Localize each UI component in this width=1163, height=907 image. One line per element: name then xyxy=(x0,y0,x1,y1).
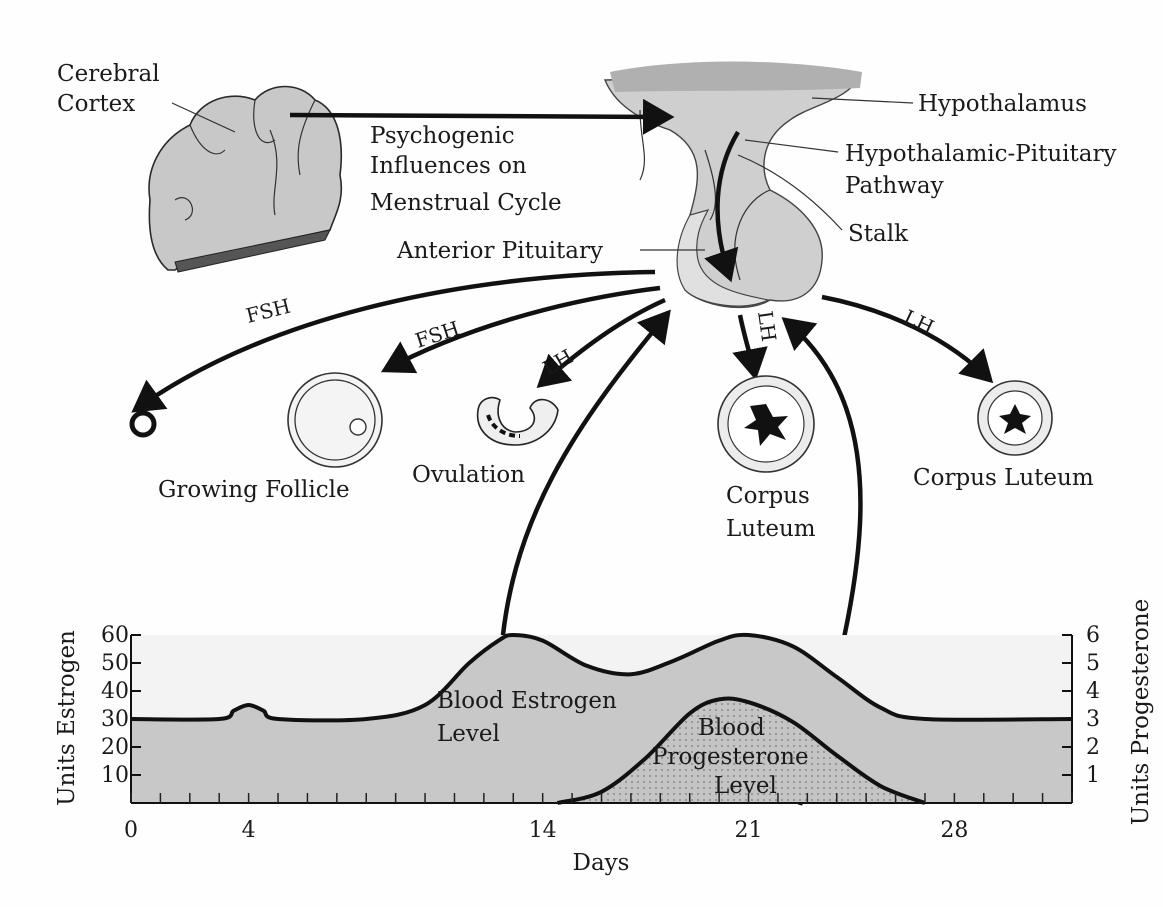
lh-label-2: LH xyxy=(753,309,781,343)
cerebral-cortex-label-2: Cortex xyxy=(57,91,135,117)
left-tick-10: 10 xyxy=(101,763,129,788)
blood-progesterone-label-1: Blood xyxy=(698,715,765,741)
hp-pathway-label-1: Hypothalamic-Pituitary xyxy=(845,141,1116,167)
lh-arrow-2 xyxy=(740,315,755,376)
x-tick-28: 28 xyxy=(940,818,968,843)
psychogenic-label-1: Psychogenic xyxy=(370,123,515,149)
hp-pathway-label-2: Pathway xyxy=(845,173,944,199)
left-tick-30: 30 xyxy=(101,707,129,732)
ovulation-label: Ovulation xyxy=(412,462,525,488)
early-follicle xyxy=(132,413,154,435)
psychogenic-label-2: Influences on xyxy=(370,153,527,179)
right-tick-5: 5 xyxy=(1086,651,1100,676)
stalk-label: Stalk xyxy=(848,221,909,247)
growing-follicle-drawing xyxy=(288,373,382,467)
corpus-luteum-label-2: Corpus Luteum xyxy=(913,465,1094,491)
left-axis-label: Units Estrogen xyxy=(54,630,80,806)
left-tick-40: 40 xyxy=(101,679,129,704)
lh-label-1: LH xyxy=(539,344,578,380)
blood-estrogen-label-2: Level xyxy=(437,721,500,747)
x-tick-4: 4 xyxy=(242,818,256,843)
growing-follicle-label: Growing Follicle xyxy=(158,477,350,503)
blood-estrogen-label-1: Blood Estrogen xyxy=(437,688,617,714)
cerebral-cortex-label-1: Cerebral xyxy=(57,61,160,87)
corpus-luteum-drawing-1 xyxy=(718,376,814,472)
left-tick-50: 50 xyxy=(101,651,129,676)
right-tick-6: 6 xyxy=(1086,623,1100,648)
fsh-label-1: FSH xyxy=(243,294,292,328)
hypothalamus-label: Hypothalamus xyxy=(918,91,1087,117)
psychogenic-label-3: Menstrual Cycle xyxy=(370,190,562,216)
fsh-arrow-1 xyxy=(135,272,655,410)
corpus-luteum-label-1b: Luteum xyxy=(726,516,816,542)
lh-arrow-3 xyxy=(822,297,990,380)
right-tick-2: 2 xyxy=(1086,735,1100,760)
hormone-level-chart: 0 4 14 21 28 10 20 30 40 50 60 1 2 3 4 5… xyxy=(54,599,1154,876)
ovulation-drawing xyxy=(478,398,558,445)
psychogenic-arrow xyxy=(290,115,670,117)
x-axis-label: Days xyxy=(573,850,630,876)
anterior-pituitary-label: Anterior Pituitary xyxy=(396,238,603,264)
blood-progesterone-label-3: Level xyxy=(714,773,777,799)
blood-progesterone-label-2: Progesterone xyxy=(652,744,809,770)
left-tick-60: 60 xyxy=(101,623,129,648)
right-axis-label: Units Progesterone xyxy=(1128,599,1154,826)
right-tick-3: 3 xyxy=(1086,707,1100,732)
right-tick-1: 1 xyxy=(1086,763,1100,788)
corpus-luteum-label-1a: Corpus xyxy=(726,483,810,509)
x-tick-14: 14 xyxy=(529,818,557,843)
left-tick-20: 20 xyxy=(101,735,129,760)
right-tick-4: 4 xyxy=(1086,679,1100,704)
x-tick-21: 21 xyxy=(735,818,763,843)
x-tick-0: 0 xyxy=(124,818,138,843)
corpus-luteum-drawing-2 xyxy=(978,381,1052,455)
estrogen-feedback-arrow xyxy=(500,313,668,675)
